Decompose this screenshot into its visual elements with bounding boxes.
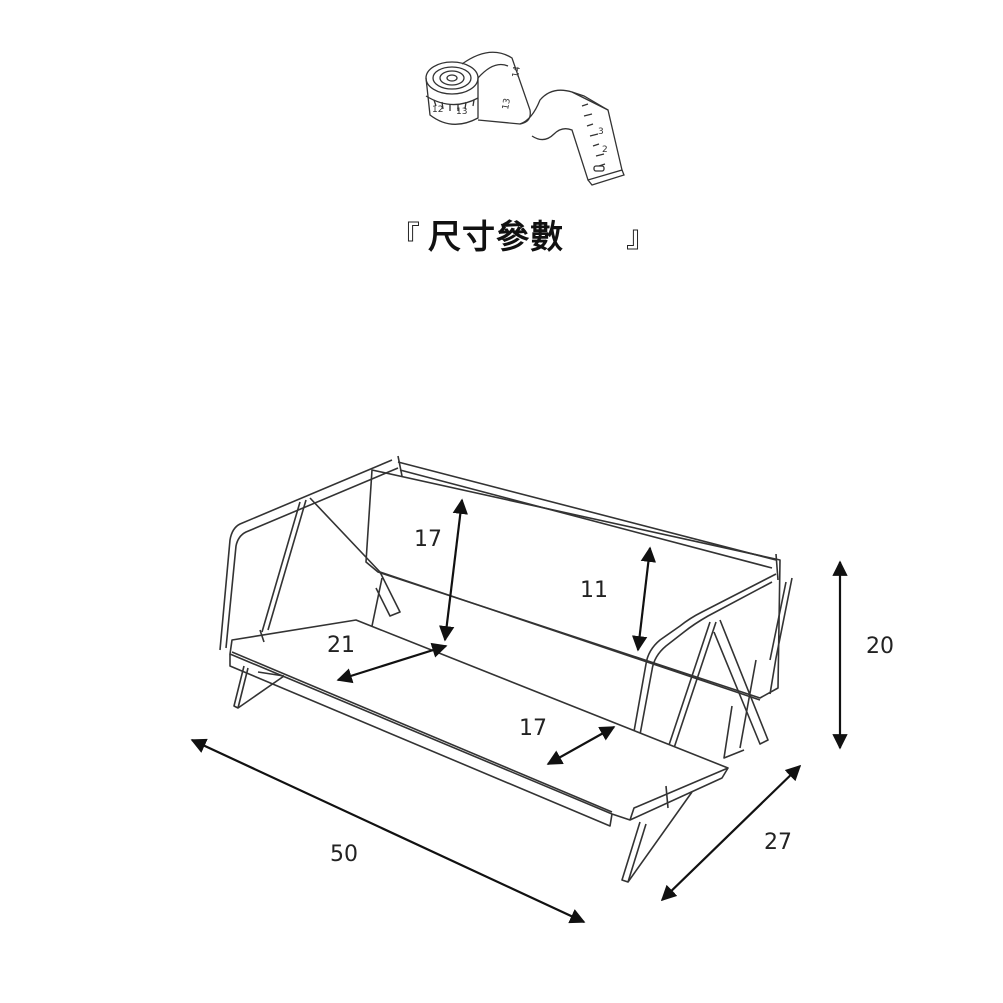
title-bracket-open: 『 [390,220,421,255]
svg-text:14: 14 [511,65,523,78]
dimension-label-width: 50 [330,842,358,867]
dimension-label-overall-height: 20 [866,634,894,659]
arrow-depth [660,764,802,902]
svg-text:12: 12 [432,105,443,115]
arrow-width [190,738,586,924]
dimension-arrows [190,498,848,924]
rack-drawing [219,455,793,883]
measuring-tape-icon: 12 13 13 14 3 2 [425,51,625,186]
svg-text:13: 13 [456,107,467,117]
arrow-back-height [439,498,468,642]
arrow-shelf-depth [336,642,448,684]
svg-text:13: 13 [501,98,513,111]
svg-text:2: 2 [602,145,608,155]
dimension-label-depth: 27 [764,830,792,855]
dimension-label-shelf-depth: 21 [327,633,355,658]
dimension-label-back-inner-height: 11 [580,578,608,603]
dimension-label-front-depth: 17 [519,716,547,741]
page-title: 『 尺寸參數 』 [390,208,670,258]
svg-text:3: 3 [598,127,604,137]
arrow-back-inner-height [631,546,657,652]
dimension-label-back-height: 17 [414,527,442,552]
title-bracket-close: 』 [626,220,657,255]
title-text: 尺寸參數 [428,217,564,256]
